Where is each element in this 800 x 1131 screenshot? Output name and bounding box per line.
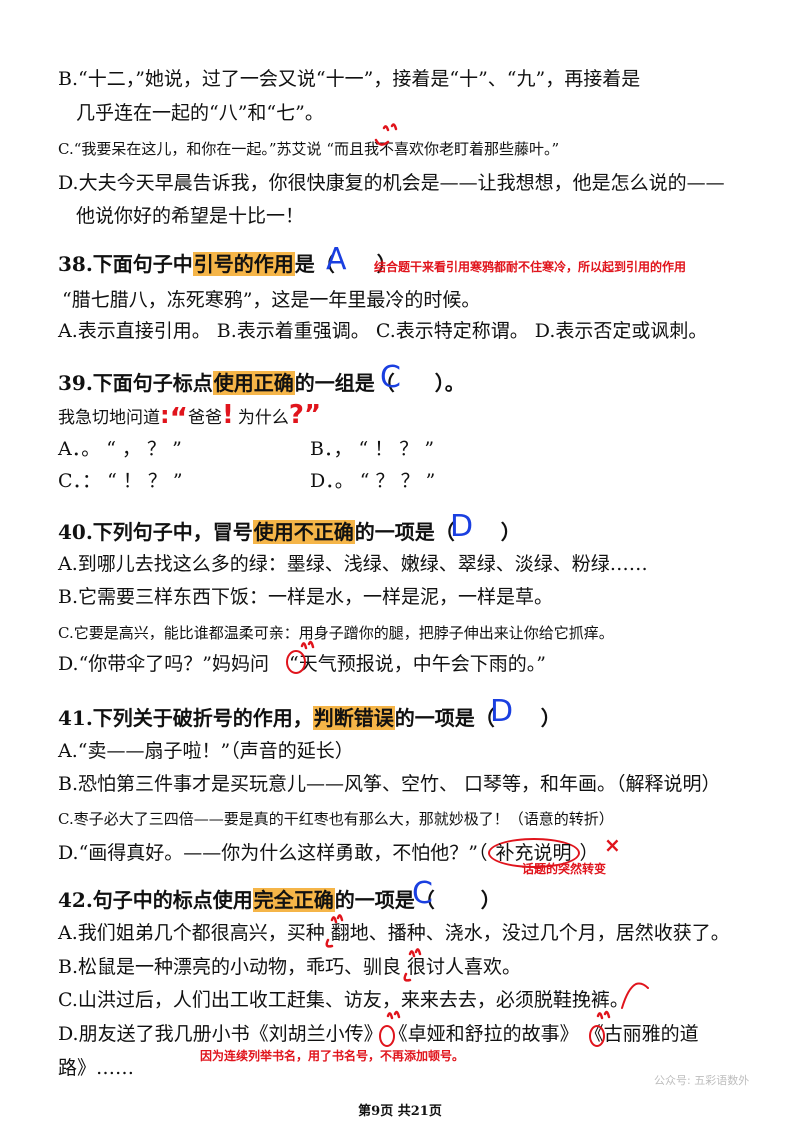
q42-option-a: A.我们姐弟几个都很高兴，买种 翻地、播种、浇水，没过几个月，居然收获了。 [58, 922, 730, 944]
q40-option-d-pre: D.“你带伞了吗？”妈妈问 [58, 653, 270, 675]
wrong-mark-icon: × [604, 833, 621, 857]
q39-answer: C [380, 360, 401, 395]
q39-stem-end: ）。 [434, 371, 465, 395]
q41-note: 话题的突然转变 [522, 862, 607, 876]
watermark: 公众号: 五彩语数外 [654, 1074, 750, 1087]
q39-handwritten-close: ?” [288, 400, 322, 430]
q37-option-c: C.“我要呆在这儿，和你在一起。”苏艾说 “而且我不喜欢你老盯着那些藤叶。” [58, 140, 560, 158]
q37-option-d-line1: D.大夫今天早晨告诉我，你很快康复的机会是——让我想想，他是怎么说的—— [58, 172, 725, 194]
q42-stem-post: 的一项是（ [334, 888, 435, 912]
q39-option-d: D．。 “ ？ ？ ” [310, 470, 436, 492]
q41-stem: 41.下列关于破折号的作用，判断错误的一项是（ ） [58, 705, 561, 731]
red-stroke-mark [286, 640, 315, 674]
q39-sentence-part3: 为什么 [237, 408, 289, 428]
q41-option-d-pre: D.“画得真好。——你为什么这样勇敢，不怕他？”（ [58, 842, 488, 864]
q42-option-b: B.松鼠是一种漂亮的小动物，乖巧、驯良 很讨人喜欢。 [58, 956, 522, 978]
q38-note: 结合题干来看引用寒鸦都耐不住寒冷，所以起到引用的作用 [374, 260, 687, 274]
q39-stem-post: 的一组是（ [294, 371, 395, 395]
q42-option-c: C.山洪过后，人们出工收工赶集、访友，来来去去，必须脱鞋挽裤。 [58, 989, 629, 1011]
q40-stem-end: ） [500, 520, 521, 544]
red-stroke-mark [403, 948, 422, 982]
q40-answer: D [450, 509, 474, 544]
q39-sentence: 我急切地问道:“爸爸!为什么?” [58, 400, 322, 434]
red-stroke-mark [589, 1010, 611, 1047]
q40-option-c: C.它要是高兴，能比谁都温柔可亲：用身子蹭你的腿，把脖子伸出来让你给它抓痒。 [58, 624, 614, 642]
q42-option-d-line1: D.朋友送了我几册小书《刘胡兰小传》 《卓娅和舒拉的故事》 《古丽雅的道 [58, 1023, 699, 1045]
q41-circled-answer: 补充说明 [487, 838, 580, 868]
q41-stem-post: 的一项是（ [394, 706, 495, 730]
q41-option-d-post: ） [579, 842, 599, 864]
q41-option-c: C.枣子必大了三四倍——要是真的干红枣也有那么大，那就妙极了！（语意的转折） [58, 810, 614, 828]
q39-option-b: B．， “ ！ ？ ” [310, 438, 435, 460]
q40-stem: 40.下列句子中，冒号使用不正确的一项是（ ） [58, 519, 521, 545]
q39-stem-pre: 39.下面句子标点 [58, 371, 213, 395]
q42-option-d-line2: 路》…… [58, 1057, 135, 1079]
q39-stem-highlight: 使用正确 [212, 371, 295, 395]
red-stroke-mark [379, 1010, 401, 1047]
q41-stem-highlight: 判断错误 [312, 706, 395, 730]
q39-handwritten-open-quote: “ [169, 401, 189, 434]
q40-option-d: D.“你带伞了吗？”妈妈问 “天气预报说，中午会下雨的。” [58, 651, 546, 677]
q40-option-a: A.到哪儿去找这么多的绿：墨绿、浅绿、嫩绿、翠绿、淡绿、粉绿…… [58, 553, 648, 575]
q39-handwritten-colon: : [160, 401, 170, 429]
q37-option-d-line2: 他说你好的希望是十比一！ [76, 205, 305, 227]
q38-sentence: “腊七腊八，冻死寒鸦”，这是一年里最冷的时候。 [62, 289, 481, 311]
q39-sentence-part1: 我急切地问道 [58, 408, 160, 428]
q37-option-b-line2: 几乎连在一起的“八”和“七”。 [76, 102, 324, 124]
q41-stem-pre: 41.下列关于破折号的作用， [58, 706, 313, 730]
q42-stem: 42.句子中的标点使用完全正确的一项是（ ） [58, 887, 501, 913]
q42-stem-pre: 42.句子中的标点使用 [58, 888, 253, 912]
q39-sentence-part2: 爸爸 [188, 408, 223, 428]
q41-answer: D [490, 694, 514, 729]
q38-stem-end: ） [376, 252, 397, 276]
q40-stem-post: 的一项是（ [354, 520, 455, 544]
q41-option-a: A.“卖——扇子啦！”（声音的延长） [58, 740, 354, 762]
q38-options: A.表示直接引用。 B.表示着重强调。 C.表示特定称谓。 D.表示否定或讽刺。 [58, 320, 708, 342]
red-stroke-mark [374, 123, 398, 146]
q42-note: 因为连续列举书名，用了书名号，不再添加顿号。 [200, 1049, 465, 1063]
q40-stem-pre: 40.下列句子中，冒号 [58, 520, 253, 544]
q39-stem: 39.下面句子标点使用正确的一组是（ ）。 [58, 370, 465, 396]
q42-stem-end: ） [480, 888, 501, 912]
page-footer: 第9页 共21页 [358, 1104, 442, 1119]
q40-option-b: B.它需要三样东西下饭：一样是水，一样是泥，一样是草。 [58, 586, 554, 608]
red-stroke-mark [325, 914, 344, 948]
q39-option-a: A．。 “ ， ？ ” [58, 438, 182, 460]
red-stroke-mark [621, 982, 649, 1009]
q39-handwritten-exclamation: ! [222, 400, 234, 430]
q41-option-d: D.“画得真好。——你为什么这样勇敢，不怕他？”（补充说明） [58, 838, 599, 868]
q37-option-b-line1: B.“十二，”她说，过了一会又说“十一”，接着是“十”、“九”，再接着是 [58, 68, 641, 90]
q38-stem: 38.下面句子中引号的作用是（ ） [58, 251, 397, 277]
q38-answer: A [326, 242, 347, 277]
q42-stem-highlight: 完全正确 [252, 888, 335, 912]
q38-stem-post: 是（ [294, 252, 335, 276]
q42-answer: C [412, 876, 433, 911]
q38-stem-highlight: 引号的作用 [192, 252, 295, 276]
q38-stem-pre: 38.下面句子中 [58, 252, 193, 276]
q41-option-b: B.恐怕第三件事才是买玩意儿——风筝、空竹、 口琴等，和年画。（解释说明） [58, 773, 721, 795]
q39-option-c: C．： “ ！ ？ ” [58, 470, 183, 492]
q40-stem-highlight: 使用不正确 [252, 520, 355, 544]
q40-option-d-post: “天气预报说，中午会下雨的。” [289, 653, 546, 675]
q41-stem-end: ） [540, 706, 561, 730]
